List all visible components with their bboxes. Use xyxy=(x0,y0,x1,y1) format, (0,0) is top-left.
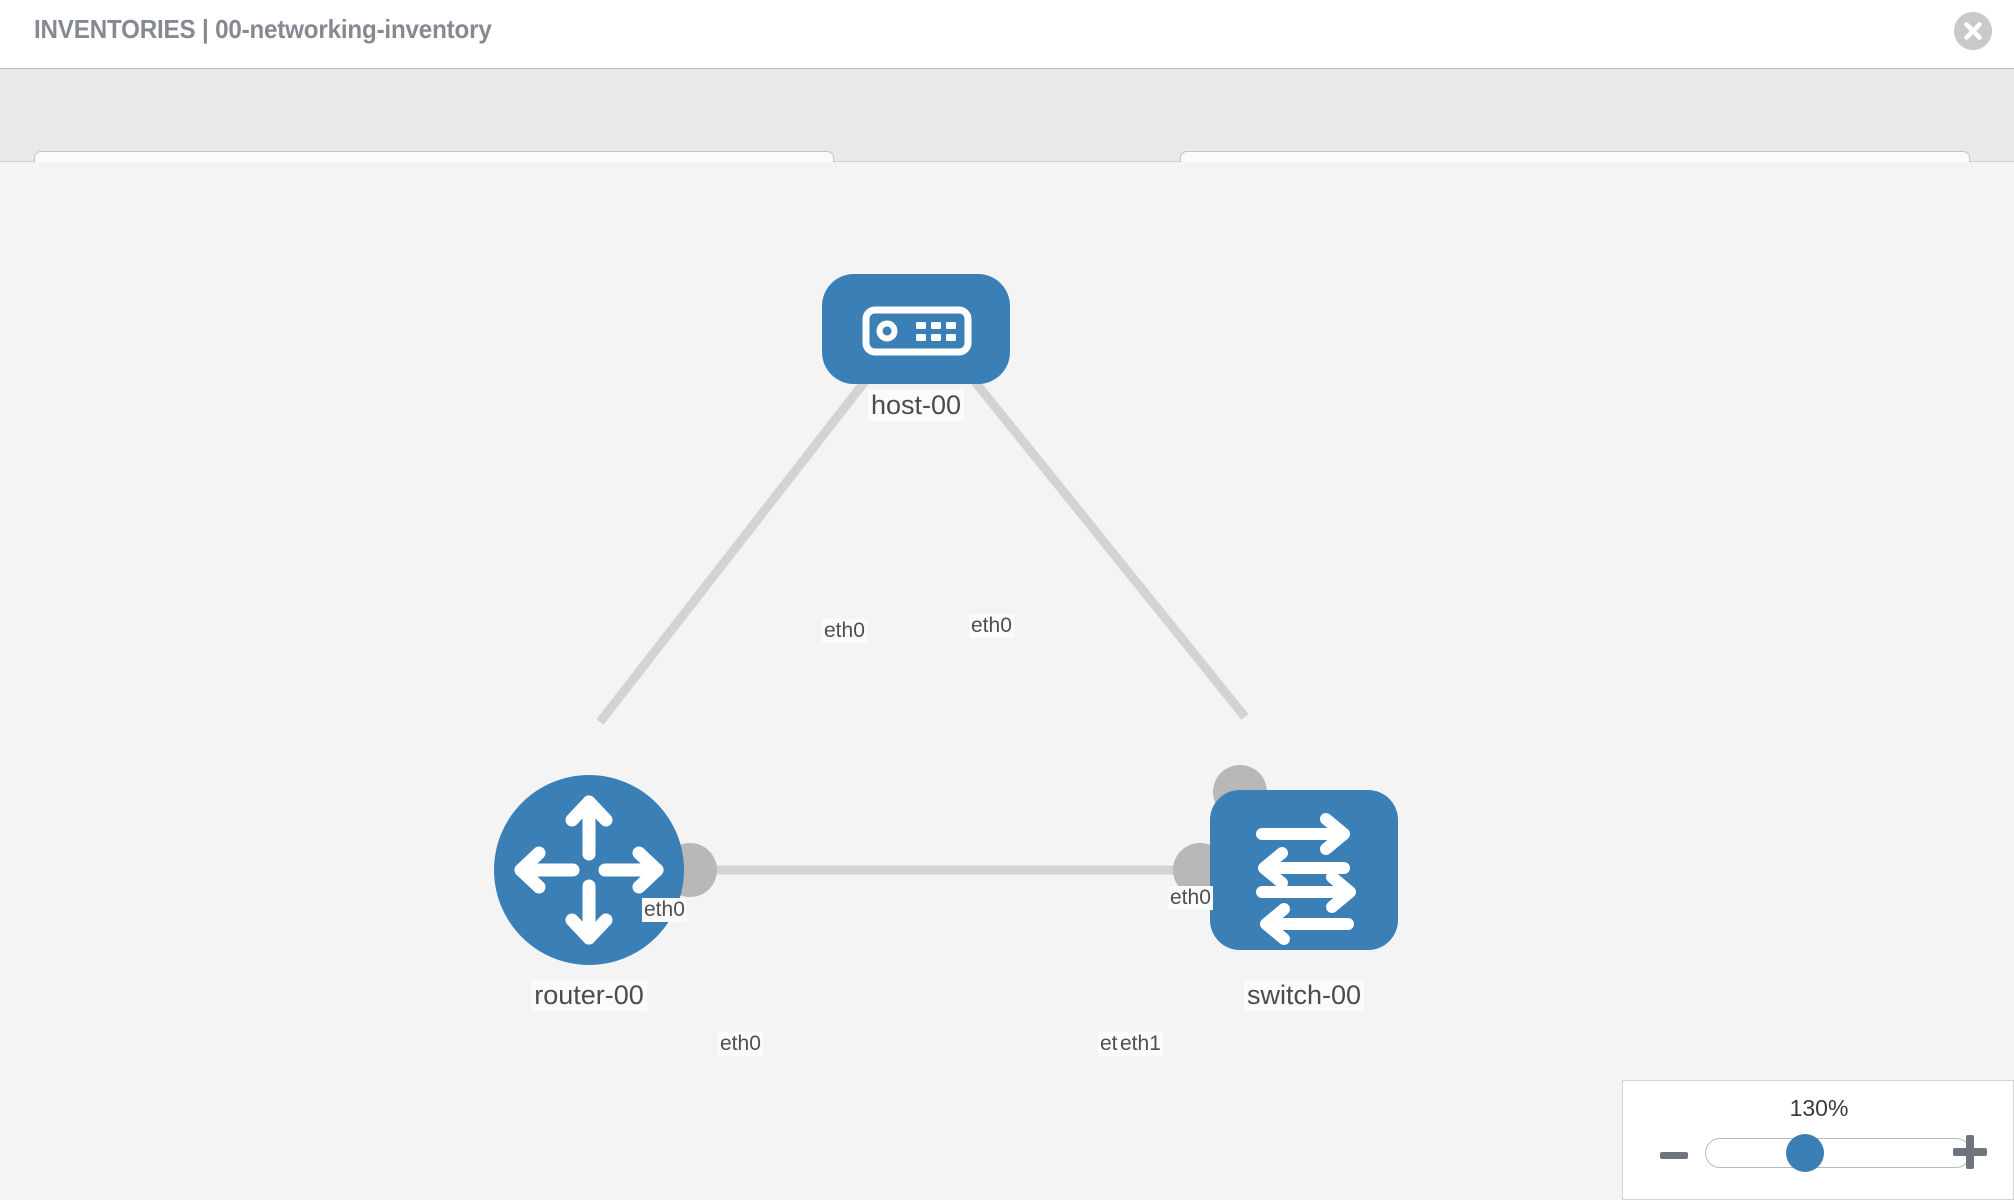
node-switch-00 xyxy=(1210,790,1398,950)
zoom-in-button[interactable] xyxy=(1951,1133,1989,1171)
zoom-panel: 130% xyxy=(1622,1080,2014,1200)
edge-host-router xyxy=(596,359,884,725)
edge-label-host-right: eth0 xyxy=(969,614,1014,638)
topology-canvas[interactable]: host-00 router-00 switch-00 eth0 eth0 et… xyxy=(0,162,2014,1200)
zoom-level-value: 130% xyxy=(1789,1095,1849,1121)
router-icon xyxy=(514,795,664,945)
page-header: INVENTORIES | 00-networking-inventory xyxy=(0,0,2014,68)
zoom-slider-track[interactable] xyxy=(1705,1138,1971,1168)
topology-graph xyxy=(494,274,1398,965)
page-title: INVENTORIES | 00-networking-inventory xyxy=(34,14,492,44)
node-label-router-00: router-00 xyxy=(531,980,647,1011)
switch-icon xyxy=(1256,813,1356,945)
node-label-host-00: host-00 xyxy=(867,390,965,421)
edge-label-switch-eth1: eth1 xyxy=(1118,1032,1163,1056)
topology-edges xyxy=(596,354,1249,875)
edge-label-router-up: eth0 xyxy=(642,898,687,922)
close-icon[interactable] xyxy=(1954,12,1992,50)
node-router-00 xyxy=(494,775,684,965)
edge-label-switch-up: eth0 xyxy=(1168,886,1213,910)
edge-label-router-eth0: eth0 xyxy=(718,1032,763,1056)
edge-host-switch xyxy=(951,354,1249,720)
zoom-out-button[interactable] xyxy=(1657,1139,1691,1173)
topology-connectors xyxy=(663,323,1267,897)
node-host-00 xyxy=(822,274,1010,384)
toolbar: ACTIONS SEARCH xyxy=(0,68,2014,205)
zoom-slider-thumb[interactable] xyxy=(1786,1134,1824,1172)
node-label-switch-00: switch-00 xyxy=(1243,980,1365,1011)
server-icon xyxy=(862,306,972,356)
edge-label-host-left: eth0 xyxy=(822,619,867,643)
